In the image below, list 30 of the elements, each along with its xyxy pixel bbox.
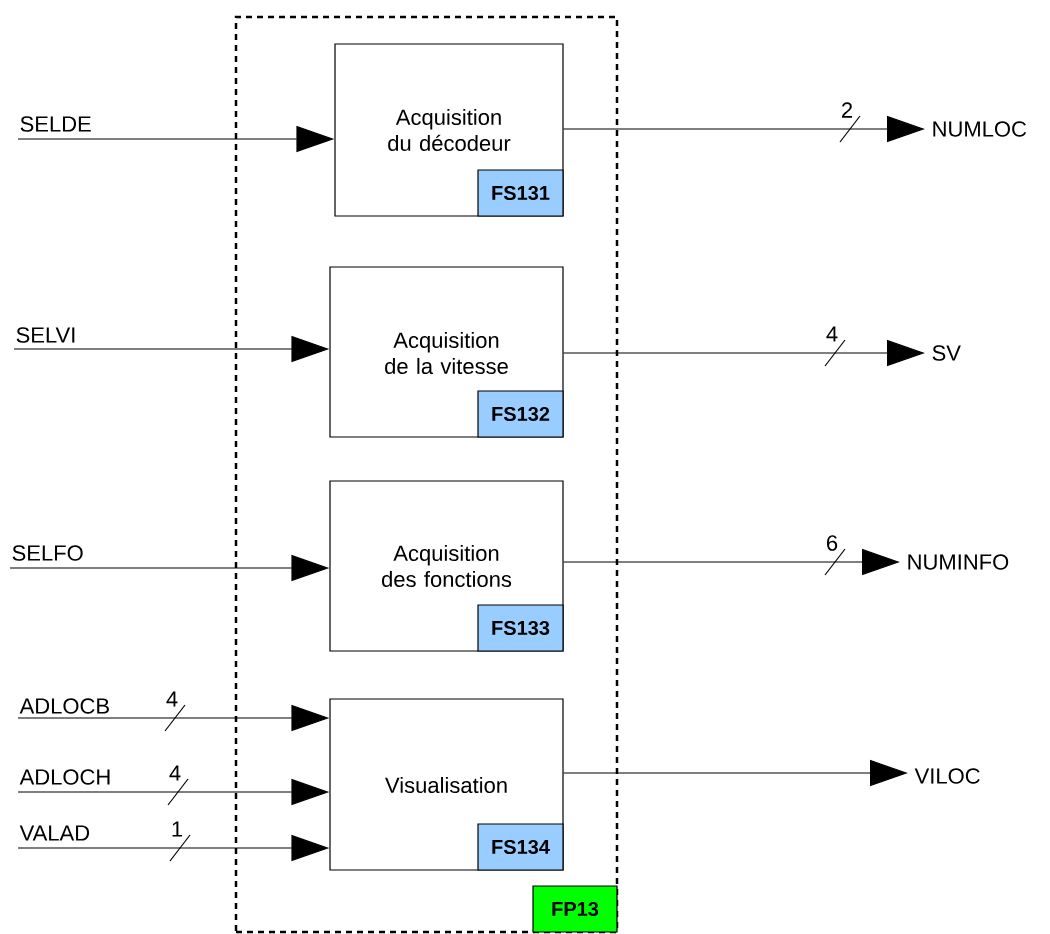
- bus-width-mark: 2: [839, 102, 861, 143]
- box-title: Acquisition de la vitesse: [385, 331, 508, 375]
- bus-width-mark: 4: [167, 765, 189, 806]
- process-box: [329, 480, 564, 652]
- function-tag: FS133: [477, 604, 564, 652]
- process-box: [329, 698, 564, 871]
- signal-name: NUMLOC: [933, 121, 1027, 137]
- bus-width-mark: 1: [169, 821, 191, 862]
- signal-name: NUMINFO: [908, 554, 1009, 570]
- signal-name: VALAD: [19, 825, 90, 841]
- signal-name: SELDE: [20, 116, 91, 132]
- signal-name: VILOC: [914, 768, 980, 784]
- function-tag: FS134: [477, 823, 564, 871]
- signal-name: SELVI: [16, 327, 75, 343]
- signal-name: SELFO: [12, 545, 83, 561]
- box-title: Acquisition du décodeur: [388, 108, 511, 152]
- function-tag: FS132: [477, 390, 564, 438]
- bus-width-mark: 4: [824, 326, 846, 367]
- signal-name: ADLOCB: [19, 698, 109, 714]
- box-title: Visualisation: [385, 776, 507, 794]
- signal-name: SV: [932, 345, 961, 361]
- signal-name: ADLOCH: [19, 769, 110, 785]
- dashed-frame: [234, 15, 619, 934]
- box-title: Acquisition des fonctions: [382, 544, 512, 588]
- process-box: [329, 266, 564, 438]
- bus-width-mark: 4: [164, 691, 186, 732]
- process-box: [334, 43, 564, 217]
- bus-width-mark: 6: [824, 535, 846, 576]
- function-tag: FS131: [477, 169, 564, 217]
- function-tag: FP13: [532, 885, 618, 933]
